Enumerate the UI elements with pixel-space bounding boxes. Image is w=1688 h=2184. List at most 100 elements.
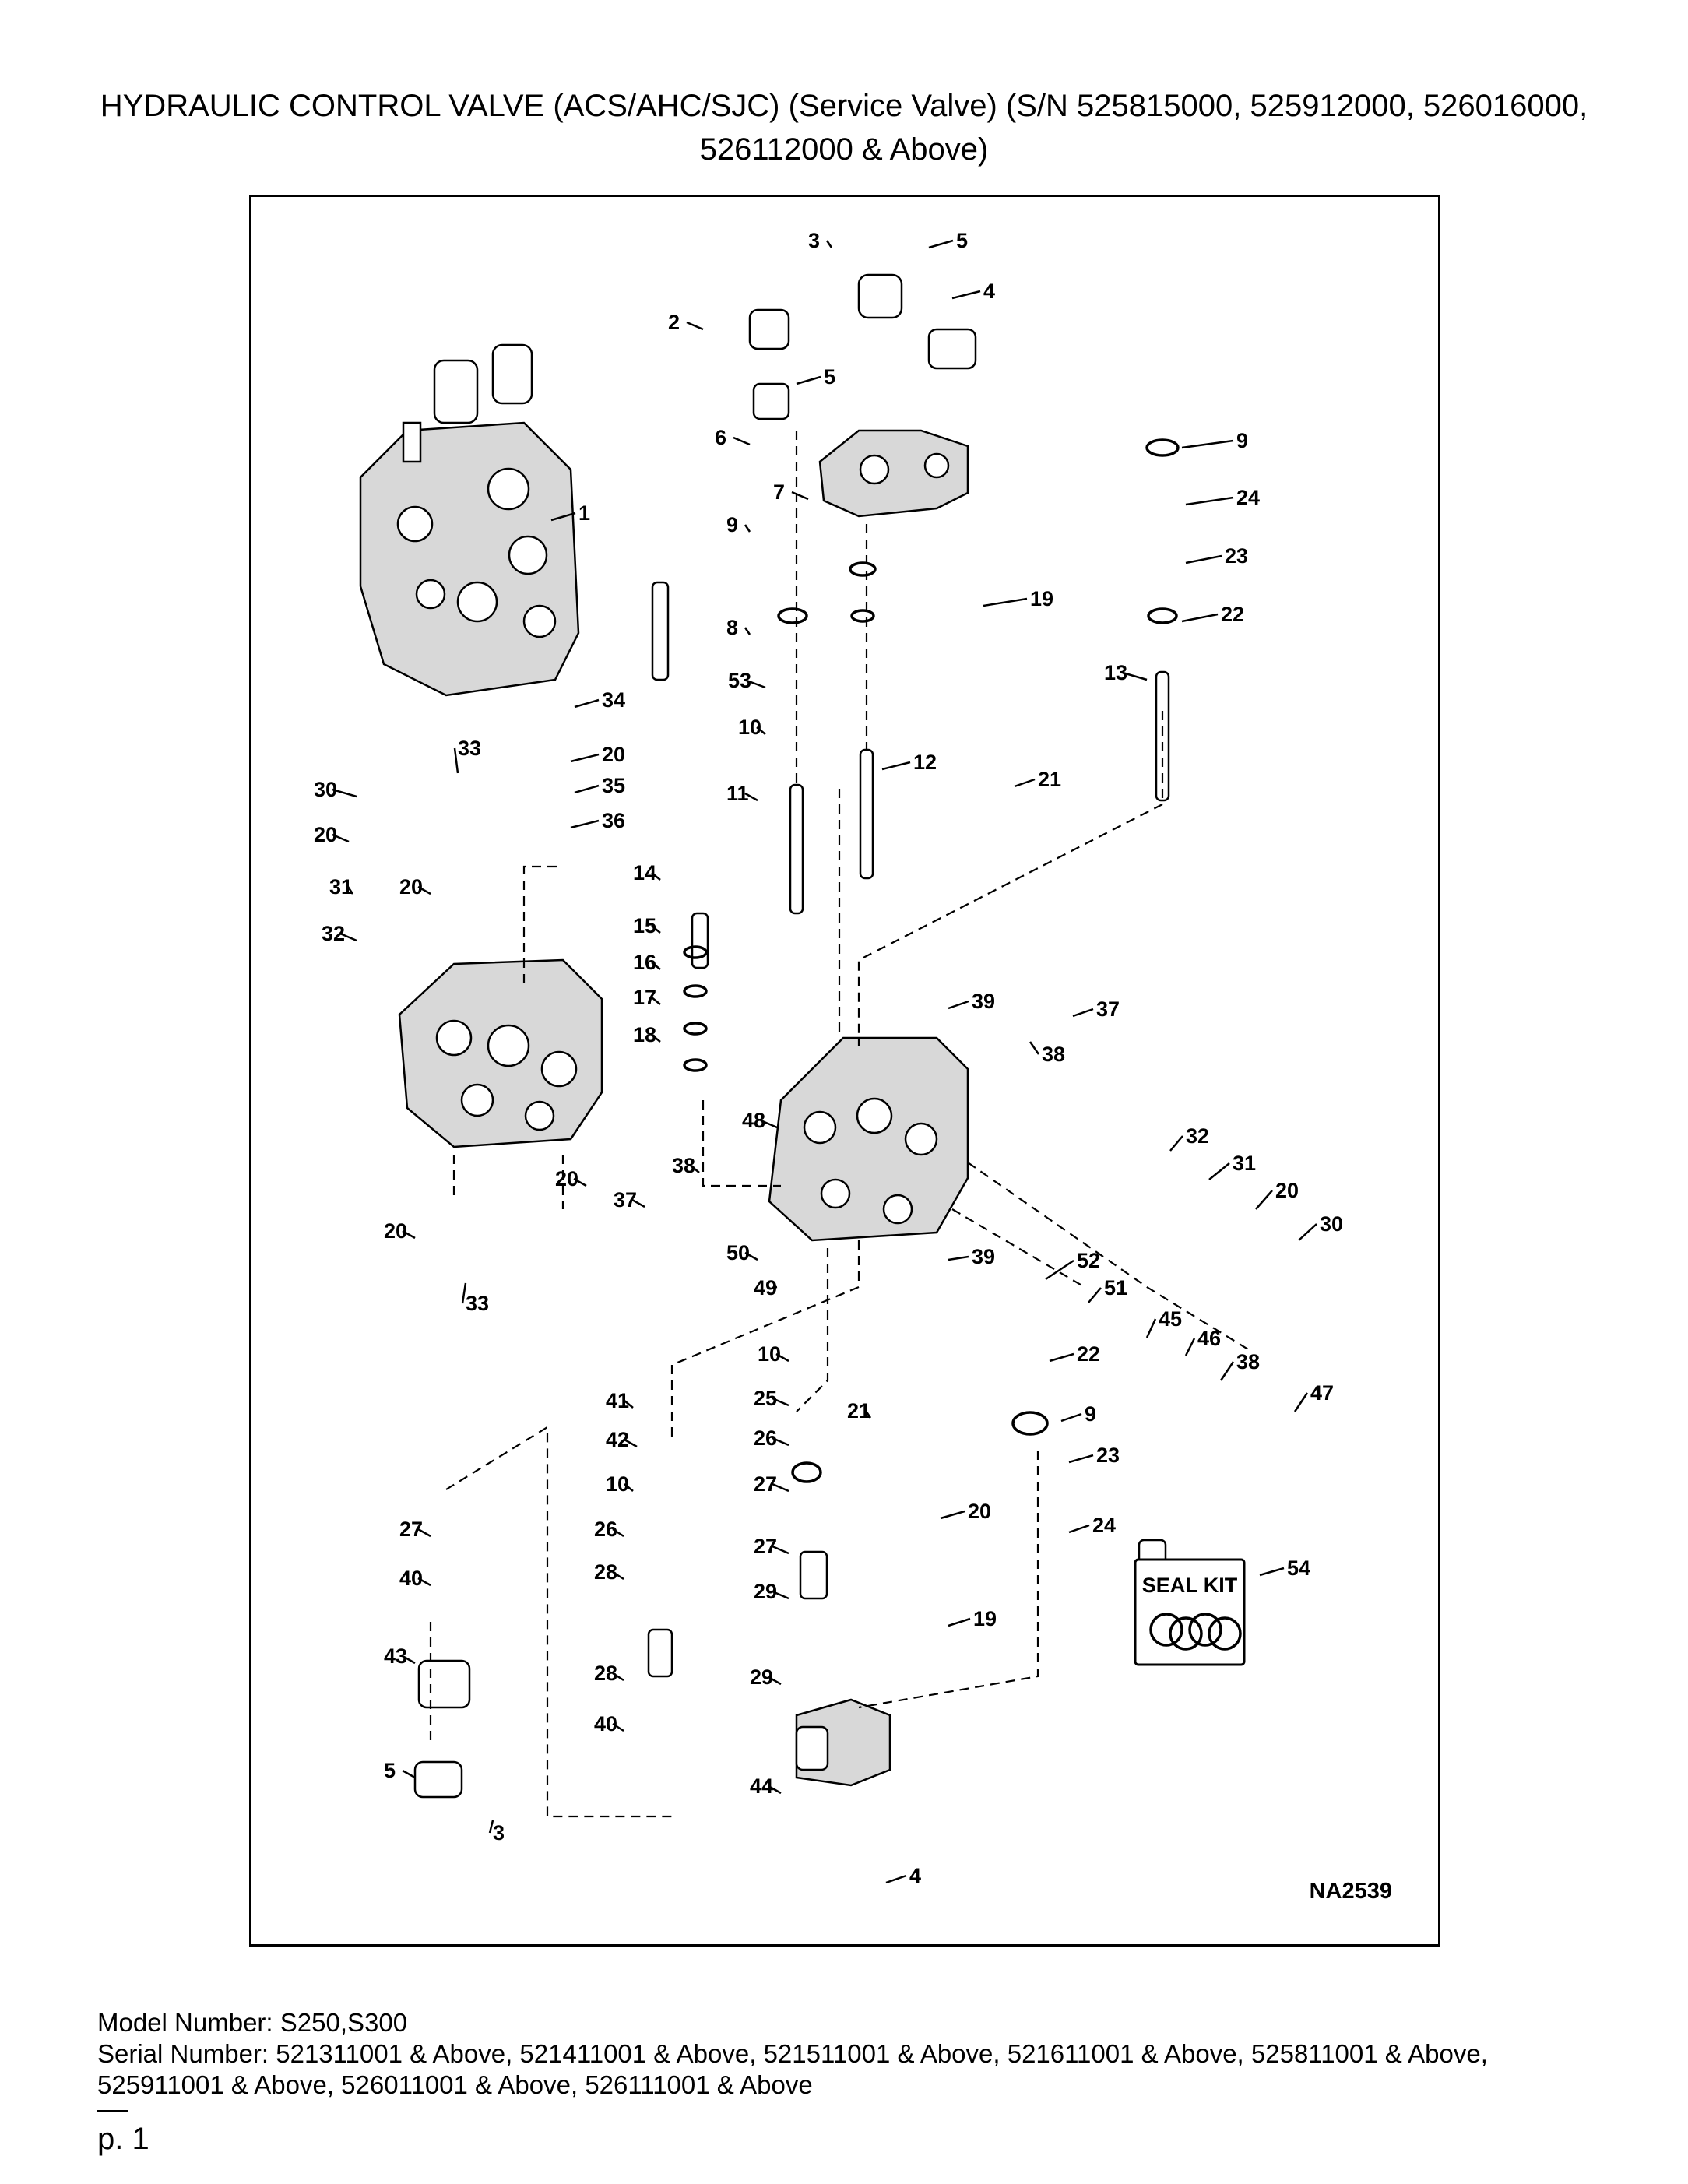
callout-leader	[550, 512, 576, 522]
callout-leader	[574, 698, 600, 709]
callout-leader	[756, 726, 766, 735]
callout-label: 46	[1197, 1327, 1221, 1350]
callout-label: 41	[606, 1389, 629, 1412]
callout-label: 27	[399, 1518, 423, 1541]
callout-label: 8	[726, 616, 738, 639]
callout-label: 30	[1320, 1212, 1343, 1236]
seal-kit-box: SEAL KIT	[1134, 1558, 1246, 1666]
callout-label: 29	[750, 1665, 773, 1689]
callout-leader	[612, 1528, 624, 1538]
callout-leader	[746, 679, 766, 689]
callout-leader	[1181, 439, 1234, 449]
callout-label: 17	[633, 986, 656, 1009]
callout-label: 12	[913, 751, 937, 774]
callout-leader	[651, 872, 661, 881]
callout-label: 3	[808, 229, 820, 252]
callout-leader	[1029, 1041, 1040, 1055]
callout-label: 19	[1030, 587, 1053, 610]
seal-kit-label: SEAL KIT	[1142, 1574, 1238, 1597]
valve-body-illustration	[398, 958, 603, 1148]
callout-label: 24	[1092, 1514, 1116, 1537]
callout-label: 37	[614, 1188, 637, 1212]
callout-leader	[651, 925, 661, 934]
callout-label: 10	[758, 1342, 781, 1366]
callout-leader	[928, 239, 954, 249]
callout-leader	[402, 1769, 416, 1779]
callout-label: 24	[1236, 486, 1260, 509]
figure-code: NA2539	[1310, 1879, 1392, 1904]
callout-leader	[453, 747, 459, 774]
callout-label: 34	[602, 688, 625, 712]
callout-leader	[461, 1282, 467, 1304]
callout-label: 39	[972, 990, 995, 1013]
callout-leader	[772, 1285, 778, 1289]
callout-label: 36	[602, 809, 625, 832]
top-housing-illustration	[748, 273, 977, 518]
callout-leader	[1219, 1361, 1235, 1381]
callout-label: 3	[493, 1821, 505, 1845]
callout-label: 39	[972, 1245, 995, 1268]
callout-label: 10	[606, 1472, 629, 1496]
callout-leader	[651, 962, 661, 970]
callout-leader	[402, 1229, 416, 1240]
callout-label: 49	[754, 1276, 777, 1299]
callout-label: 37	[1096, 997, 1120, 1021]
callout-leader	[612, 1672, 624, 1682]
callout-label: 5	[956, 229, 968, 252]
callout-leader	[570, 819, 600, 829]
callout-label: 19	[973, 1607, 997, 1630]
callout-leader	[1208, 1162, 1230, 1180]
callout-leader	[1122, 671, 1148, 681]
serial-number: Serial Number: 521311001 & Above, 521411…	[97, 2039, 1488, 2099]
callout-leader	[983, 597, 1028, 607]
callout-leader	[1060, 1412, 1082, 1423]
callout-label: 7	[773, 480, 785, 504]
callout-leader	[1014, 778, 1036, 788]
callout-leader	[574, 784, 600, 794]
callout-label: 53	[728, 669, 751, 692]
callout-label: 13	[1104, 661, 1127, 684]
footer-rule	[97, 2110, 128, 2112]
callout-label: 20	[314, 823, 337, 846]
assembled-valve-illustration	[359, 343, 580, 697]
assembly-lines	[429, 431, 1249, 1818]
callout-label: 51	[1104, 1276, 1127, 1299]
callout-label: 38	[672, 1154, 695, 1177]
callout-leader	[772, 1590, 789, 1600]
callout-leader	[1293, 1392, 1309, 1412]
callout-label: 38	[1236, 1350, 1260, 1373]
callout-label: 25	[754, 1387, 777, 1410]
callout-label: 45	[1159, 1307, 1182, 1331]
callout-leader	[1068, 1454, 1094, 1464]
callout-label: 22	[1077, 1342, 1100, 1366]
footer: Model Number: S250,S300 Serial Number: 5…	[97, 2007, 1577, 2101]
callout-label: 35	[602, 774, 625, 797]
callout-label: 47	[1310, 1381, 1334, 1405]
callout-leader	[1072, 1008, 1094, 1018]
callout-leader	[612, 1570, 624, 1581]
callout-leader	[402, 1655, 416, 1665]
callout-leader	[624, 1438, 638, 1448]
callout-leader	[772, 1545, 789, 1555]
callout-label: 40	[399, 1567, 423, 1590]
callout-leader	[948, 1617, 971, 1627]
callout-label: 21	[1038, 768, 1061, 791]
callout-label: 48	[742, 1109, 765, 1132]
center-valve-body-illustration	[768, 1036, 969, 1242]
callout-leader	[772, 1397, 789, 1407]
callout-leader	[768, 1676, 782, 1686]
callout-label: 20	[1275, 1179, 1299, 1202]
callout-leader	[624, 1483, 634, 1492]
callout-leader	[744, 627, 751, 635]
callout-label: 18	[633, 1023, 656, 1046]
callout-leader	[744, 1251, 758, 1261]
callout-leader	[1181, 613, 1219, 623]
callout-leader	[772, 1437, 789, 1447]
callout-leader	[1184, 1338, 1196, 1356]
callout-label: 4	[983, 280, 995, 303]
callout-leader	[339, 932, 357, 942]
callout-leader	[1185, 554, 1222, 564]
callout-label: 54	[1287, 1556, 1310, 1580]
